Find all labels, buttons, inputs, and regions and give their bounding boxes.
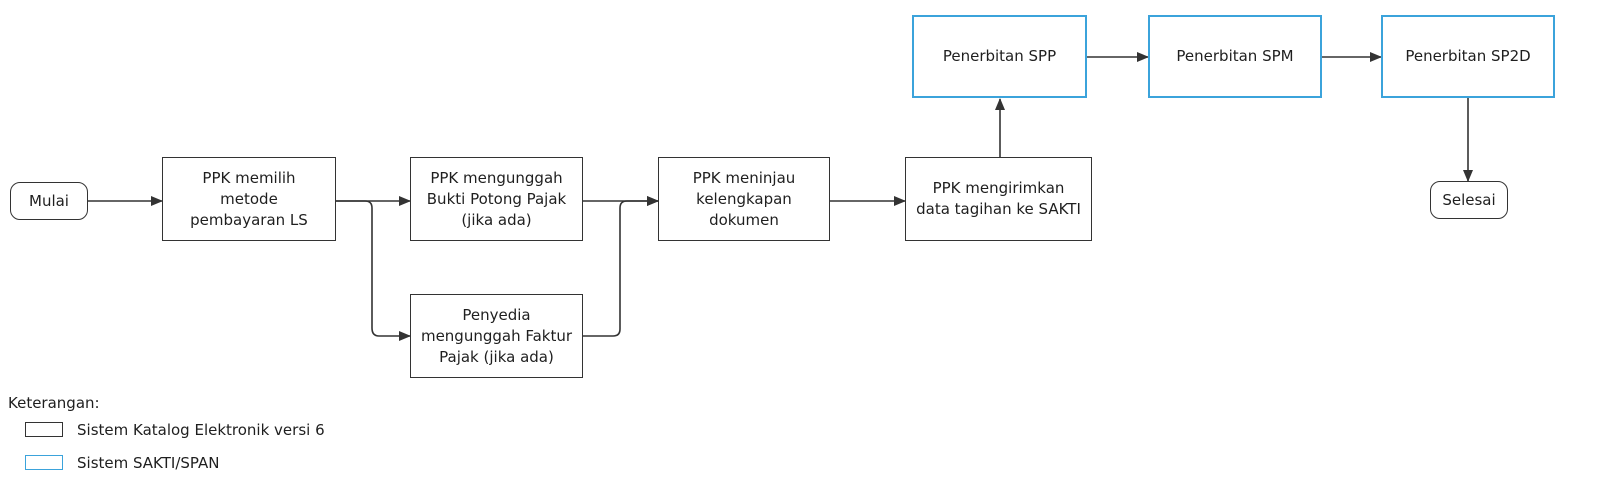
node-unggah-bukti-label: PPK mengunggah Bukti Potong Pajak (jika … — [426, 168, 567, 229]
node-tinjau: PPK meninjau kelengkapan dokumen — [658, 157, 830, 241]
node-spm: Penerbitan SPM — [1148, 15, 1322, 98]
legend-label-sakti: Sistem SAKTI/SPAN — [77, 454, 220, 472]
edge-pilih-metode-to-unggah-faktur — [336, 200, 411, 341]
node-pilih-metode-label: PPK memilih metode pembayaran LS — [190, 168, 308, 229]
node-spp: Penerbitan SPP — [912, 15, 1087, 98]
node-kirim-label: PPK mengirimkan data tagihan ke SAKTI — [916, 179, 1081, 218]
legend-title: Keterangan: — [8, 394, 100, 412]
node-pilih-metode: PPK memilih metode pembayaran LS — [162, 157, 336, 241]
edge-unggah-faktur-to-tinjau — [583, 196, 659, 337]
node-sp2d-label: Penerbitan SP2D — [1405, 47, 1531, 65]
node-mulai-label: Mulai — [29, 191, 69, 210]
node-selesai: Selesai — [1430, 181, 1508, 219]
node-sp2d: Penerbitan SP2D — [1381, 15, 1555, 98]
legend-swatch-katalog — [25, 422, 63, 437]
node-selesai-label: Selesai — [1442, 190, 1496, 209]
node-tinjau-label: PPK meninjau kelengkapan dokumen — [692, 168, 796, 229]
node-kirim: PPK mengirimkan data tagihan ke SAKTI — [905, 157, 1092, 241]
node-unggah-bukti: PPK mengunggah Bukti Potong Pajak (jika … — [410, 157, 583, 241]
node-unggah-faktur-label: Penyedia mengunggah Faktur Pajak (jika a… — [420, 305, 573, 366]
node-mulai: Mulai — [10, 182, 88, 220]
node-spm-label: Penerbitan SPM — [1176, 47, 1294, 65]
node-spp-label: Penerbitan SPP — [942, 47, 1057, 65]
legend-swatch-sakti — [25, 455, 63, 470]
node-unggah-faktur: Penyedia mengunggah Faktur Pajak (jika a… — [410, 294, 583, 378]
legend-label-katalog: Sistem Katalog Elektronik versi 6 — [77, 421, 325, 439]
